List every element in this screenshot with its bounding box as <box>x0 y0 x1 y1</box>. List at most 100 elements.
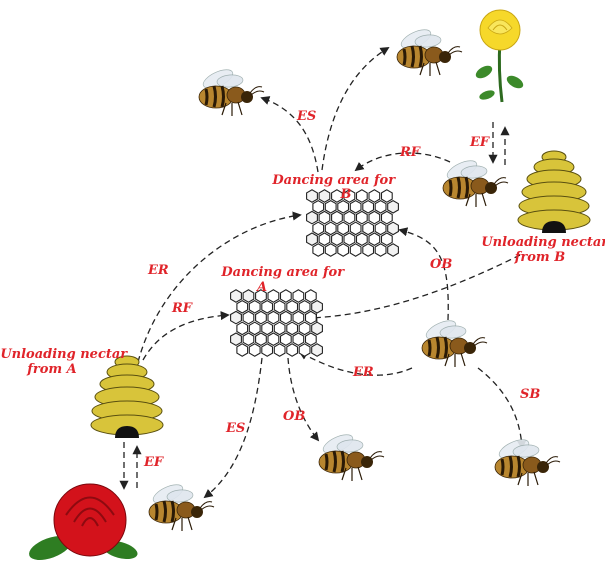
honeycomb-cell <box>382 233 393 245</box>
honeycomb-cell <box>281 290 292 302</box>
edge-label-es-bottom: ES <box>225 421 245 436</box>
dancing-area-b-line2: B <box>340 187 352 202</box>
honeycomb-cell <box>307 190 318 202</box>
honeycomb-cell <box>268 311 279 323</box>
honeycomb-cell <box>256 333 267 345</box>
beehive-icon <box>518 151 590 233</box>
unloading-b-line1: Unloading nectar <box>481 235 605 250</box>
honeycomb-cell <box>363 201 374 213</box>
honeycomb-cell <box>306 290 317 302</box>
edge-label-ob-bottom: OB <box>283 409 305 424</box>
arrow-sb <box>478 368 522 448</box>
honeycomb-cell <box>350 222 361 234</box>
honeycomb-cell <box>231 290 242 302</box>
honeycomb-cell <box>243 311 254 323</box>
honeycomb-cell <box>319 233 330 245</box>
honeycomb-cell <box>388 222 399 234</box>
honeycomb-cell <box>293 333 304 345</box>
honeycomb-cell <box>307 233 318 245</box>
honeycomb-icon <box>307 190 399 256</box>
edge-label-es-top: ES <box>296 109 316 124</box>
honeycomb-cell <box>332 233 343 245</box>
honeycomb-cell <box>338 201 349 213</box>
honeycomb-cell <box>312 322 323 334</box>
honeycomb-cell <box>306 333 317 345</box>
honeycomb-cell <box>249 344 260 356</box>
honeycomb-cell <box>375 222 386 234</box>
honeycomb-cell <box>313 244 324 256</box>
bee-icon <box>199 66 264 116</box>
honeycomb-cell <box>299 322 310 334</box>
arrow-ob-right <box>400 230 448 320</box>
honeycomb-cell <box>249 322 260 334</box>
beehive-icon <box>91 356 163 438</box>
bee-icon <box>149 481 214 531</box>
honeycomb-cell <box>338 222 349 234</box>
honeycomb-icon <box>231 290 323 356</box>
honeycomb-cell <box>243 290 254 302</box>
honeycomb-cell <box>243 333 254 345</box>
honeycomb-cell <box>268 290 279 302</box>
honeycomb-cell <box>319 211 330 223</box>
honeycomb-cell <box>231 333 242 345</box>
edge-label-ob-right: OB <box>430 257 452 272</box>
honeycomb-cell <box>262 301 273 313</box>
honeycomb-cell <box>325 201 336 213</box>
honeycomb-cell <box>363 222 374 234</box>
honeycomb-cell <box>237 322 248 334</box>
honeycomb-cell <box>357 233 368 245</box>
yellow-rose-icon <box>474 10 526 102</box>
honeycomb-cell <box>357 190 368 202</box>
honeycomb-cell <box>237 301 248 313</box>
honeycomb-cell <box>312 301 323 313</box>
honeycomb-cell <box>319 190 330 202</box>
edge-label-rf-left: RF <box>171 301 193 316</box>
honeycomb-cell <box>350 244 361 256</box>
unloading-b-line2: from B <box>514 250 565 265</box>
honeycomb-cell <box>287 344 298 356</box>
honeycomb-cell <box>237 344 248 356</box>
honeycomb-cell <box>287 322 298 334</box>
unloading-a-line2: from A <box>26 362 76 377</box>
honeycomb-cell <box>388 244 399 256</box>
honeycomb-cell <box>293 290 304 302</box>
edge-label-rf-top: RF <box>399 145 421 160</box>
bee-icon <box>422 317 487 367</box>
honeycomb-cell <box>287 301 298 313</box>
honeycomb-cell <box>382 211 393 223</box>
honeycomb-cell <box>313 222 324 234</box>
honeycomb-cell <box>357 211 368 223</box>
honeycomb-cell <box>293 311 304 323</box>
honeycomb-cell <box>274 322 285 334</box>
arrow-to-yellow-rose <box>322 48 388 170</box>
honeycomb-cell <box>262 322 273 334</box>
honeycomb-cell <box>306 311 317 323</box>
honeycomb-cell <box>231 311 242 323</box>
edge-label-er-left: ER <box>147 263 169 278</box>
honeycomb-cell <box>325 222 336 234</box>
honeycomb-cell <box>369 190 380 202</box>
honeycomb-cell <box>281 311 292 323</box>
honeycomb-cell <box>388 201 399 213</box>
honeycomb-cell <box>344 211 355 223</box>
unloading-b-label: Unloading nectar from B <box>481 235 605 265</box>
dancing-area-a-line2: A <box>255 280 267 295</box>
edge-label-ef-right: EF <box>469 135 490 150</box>
bee-icon <box>443 157 508 207</box>
bee-icon <box>397 26 462 76</box>
honeycomb-cell <box>375 244 386 256</box>
edge-label-sb: SB <box>520 387 540 402</box>
honeycomb-cell <box>299 301 310 313</box>
honeycomb-cell <box>299 344 310 356</box>
honeycomb-cell <box>312 344 323 356</box>
honeycomb-cell <box>344 233 355 245</box>
honeycomb-cell <box>313 201 324 213</box>
arrow-ob-bottom <box>288 358 318 440</box>
honeycomb-cell <box>262 344 273 356</box>
honeycomb-cell <box>268 333 279 345</box>
honeycomb-cell <box>249 301 260 313</box>
arrow-rf-left <box>143 315 228 360</box>
honeycomb-cell <box>274 301 285 313</box>
